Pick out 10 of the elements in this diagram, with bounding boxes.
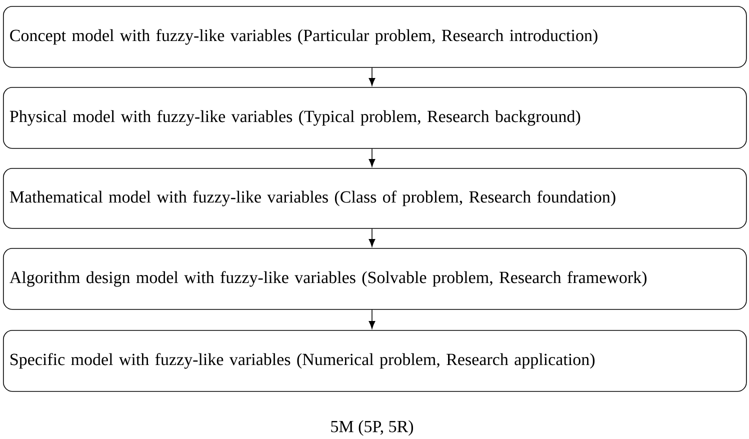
process-box: Specific model with fuzzy-like variables (Numerical problem, Research application) — [3, 330, 747, 392]
caption-label: 5M (5P, 5R) — [331, 420, 414, 436]
arrow — [368, 67, 376, 86]
arrow — [368, 309, 376, 329]
process-box: Algorithm design model with fuzzy-like variables (Solvable problem, Research framework) — [3, 248, 747, 310]
process-box: Concept model with fuzzy-like variables (Particular problem, Research introduction) — [3, 6, 747, 68]
process-box: Mathematical model with fuzzy-like variables (Class of problem, Research foundation) — [3, 168, 747, 229]
arrow — [368, 148, 376, 167]
arrow — [368, 228, 376, 247]
process-box: Physical model with fuzzy-like variables (Typical problem, Research background) — [3, 87, 747, 149]
